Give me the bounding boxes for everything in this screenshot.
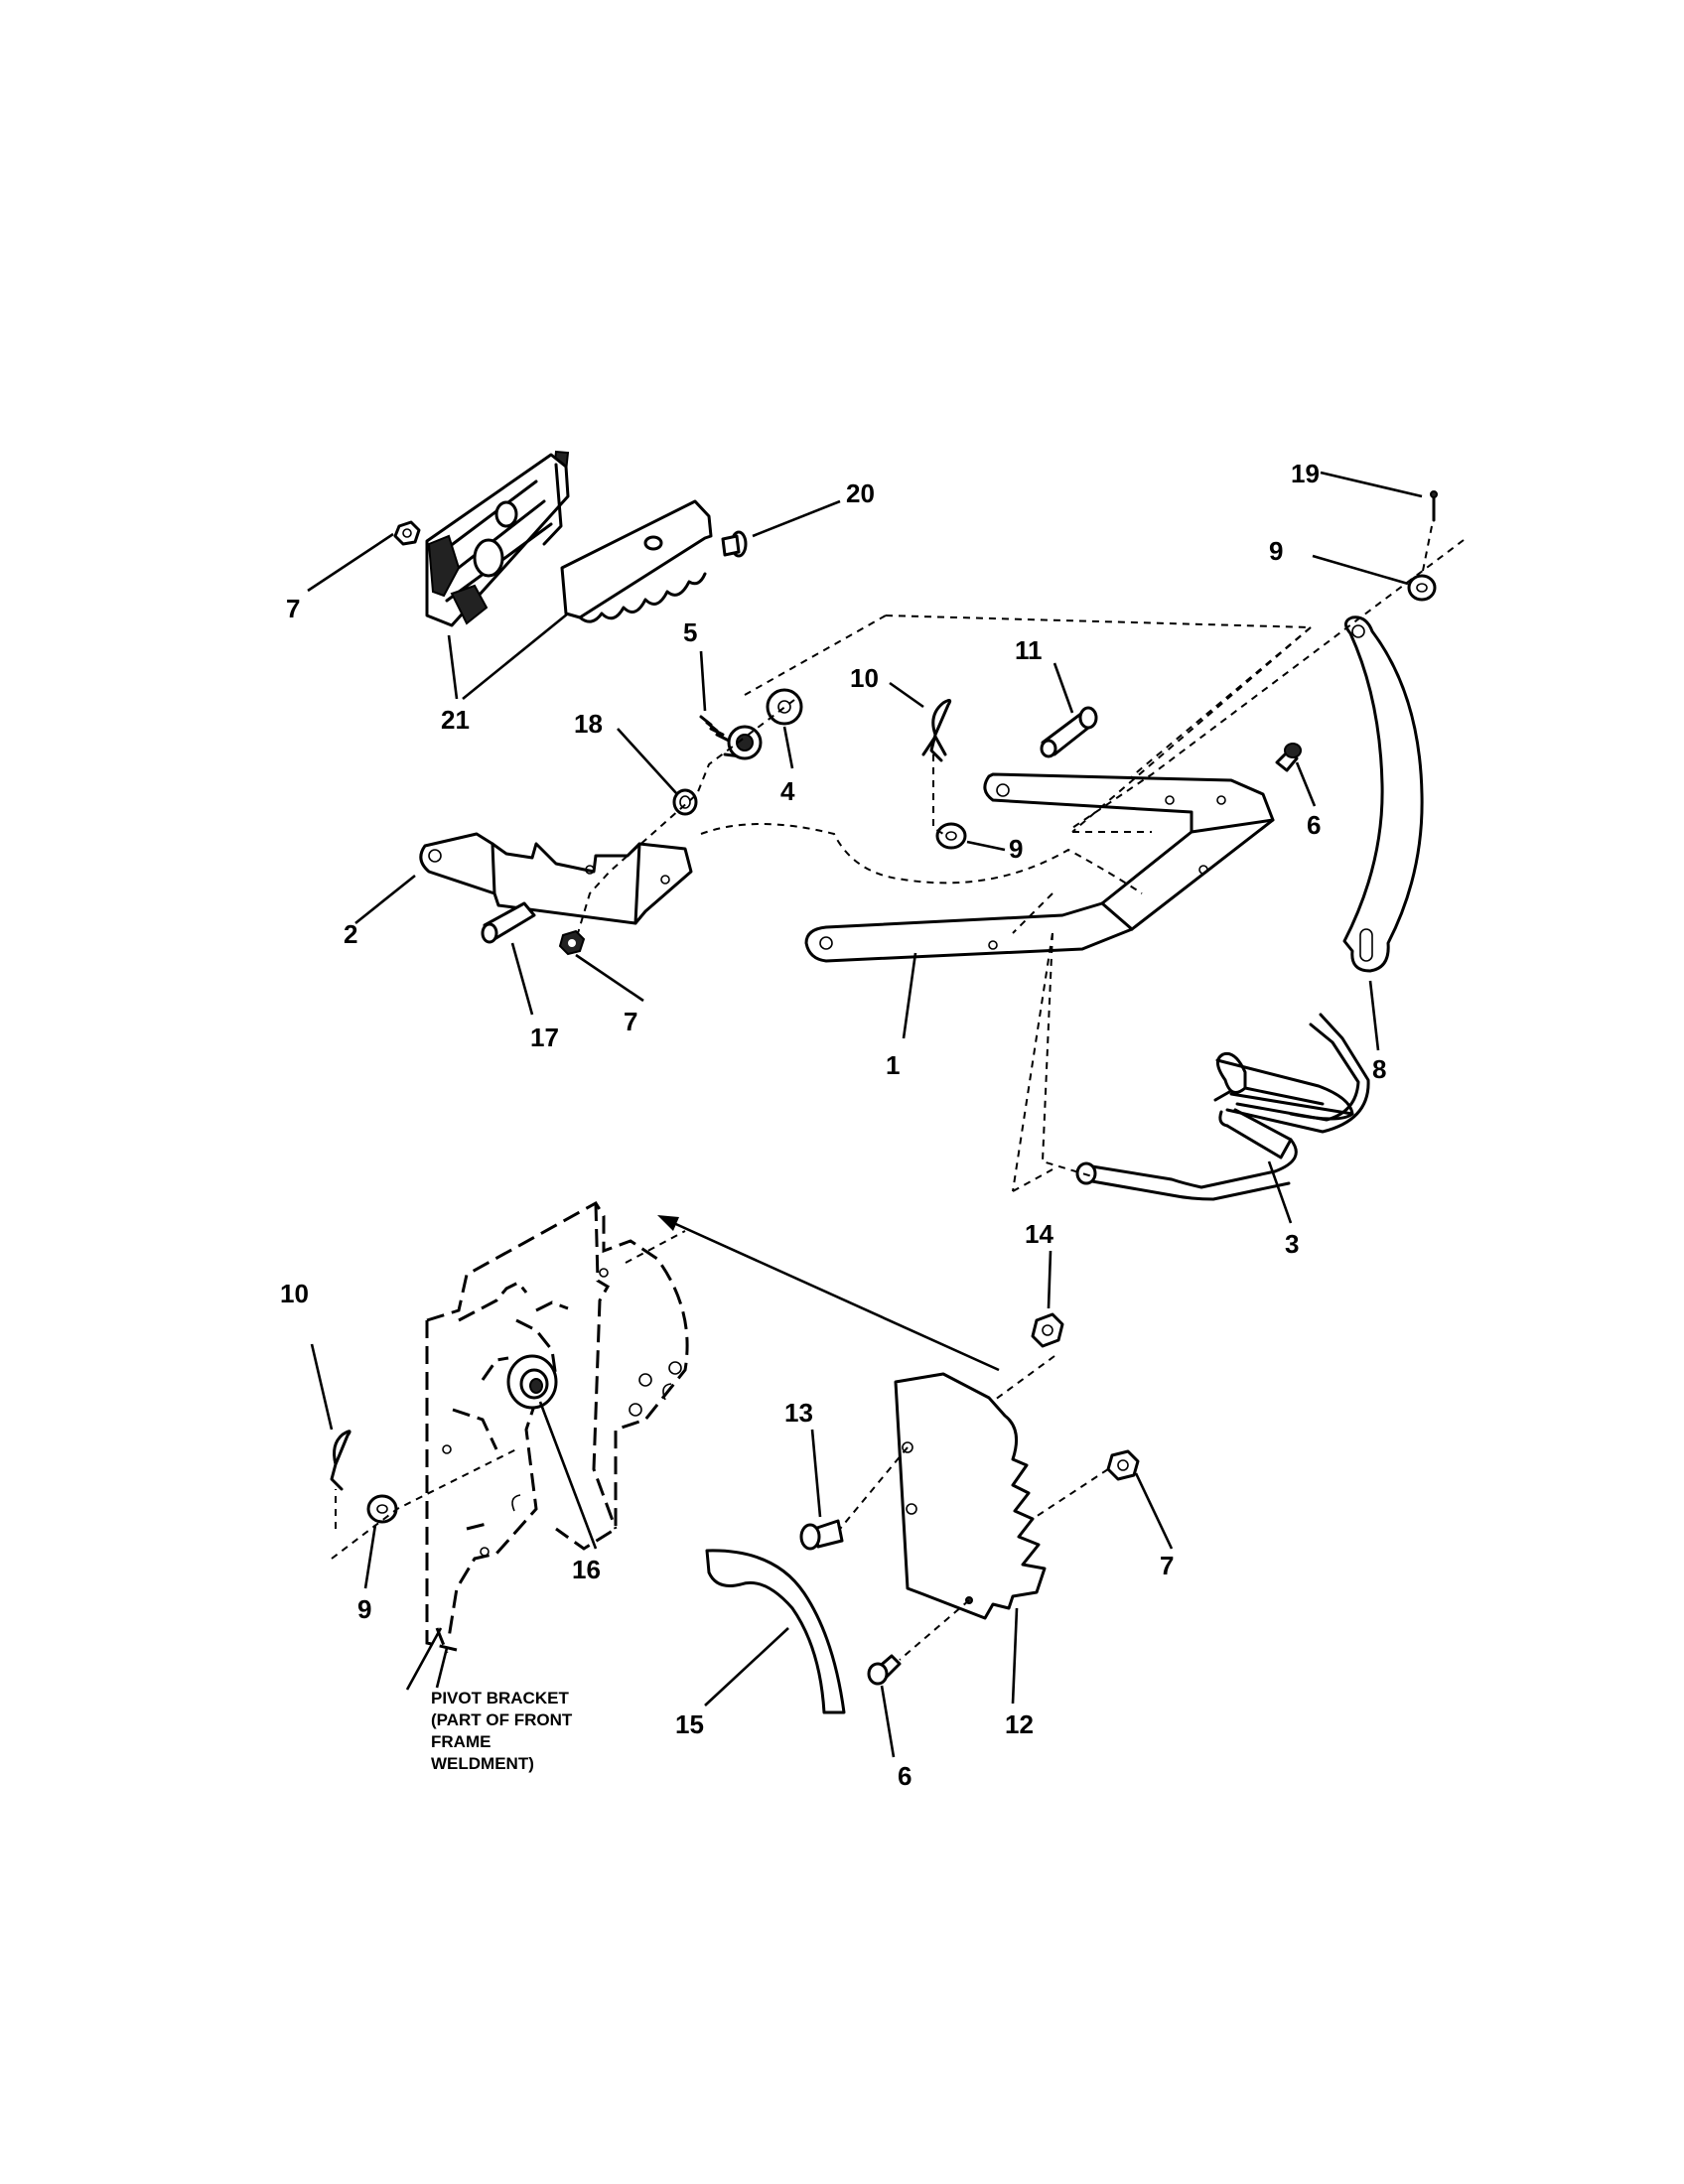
label-14: 14 bbox=[1025, 1219, 1053, 1249]
label-7-mid: 7 bbox=[624, 1007, 637, 1036]
label-20: 20 bbox=[846, 478, 875, 508]
label-4: 4 bbox=[780, 776, 795, 806]
label-15: 15 bbox=[675, 1709, 704, 1739]
bushing-18 bbox=[672, 788, 698, 816]
nut-7-mid bbox=[558, 929, 586, 956]
hairpin-10-bottom bbox=[330, 1430, 351, 1491]
leader-lines bbox=[307, 471, 1423, 1758]
label-8: 8 bbox=[1372, 1054, 1386, 1084]
label-11: 11 bbox=[1015, 635, 1043, 665]
note-line-2: (PART OF FRONT bbox=[431, 1710, 573, 1729]
label-7-right: 7 bbox=[1160, 1551, 1174, 1580]
label-17: 17 bbox=[530, 1023, 559, 1052]
label-3: 3 bbox=[1285, 1229, 1299, 1259]
note-line-1: PIVOT BRACKET bbox=[431, 1689, 569, 1707]
washer-4 bbox=[766, 688, 803, 726]
label-6-bottom: 6 bbox=[898, 1761, 912, 1791]
shield-15 bbox=[705, 1549, 846, 1714]
label-1: 1 bbox=[886, 1050, 900, 1080]
rod-3 bbox=[1075, 1013, 1370, 1201]
label-10-top: 10 bbox=[850, 663, 879, 693]
label-16: 16 bbox=[572, 1555, 601, 1584]
hairpin-10-top bbox=[921, 698, 952, 762]
label-19: 19 bbox=[1291, 459, 1320, 488]
nut-7-right bbox=[1106, 1449, 1140, 1481]
spring-5 bbox=[699, 715, 763, 760]
label-13: 13 bbox=[784, 1398, 813, 1428]
label-7-top: 7 bbox=[286, 594, 300, 623]
bolt-6-top bbox=[1275, 743, 1302, 772]
pedal-assembly bbox=[425, 450, 713, 627]
label-12: 12 bbox=[1005, 1709, 1034, 1739]
washer-9-bottom bbox=[366, 1494, 398, 1524]
sector-12 bbox=[894, 1372, 1047, 1620]
label-21: 21 bbox=[441, 705, 470, 735]
bracket-2 bbox=[419, 832, 693, 925]
note-line-3: FRAME bbox=[431, 1732, 491, 1751]
pivot-bracket bbox=[425, 1200, 689, 1654]
callout-labels: 1 2 3 4 5 6 6 7 7 7 8 9 9 9 10 10 11 12 … bbox=[280, 459, 1386, 1791]
pivot-bracket-note: PIVOT BRACKET (PART OF FRONT FRAME WELDM… bbox=[431, 1689, 573, 1773]
label-5: 5 bbox=[683, 617, 697, 647]
nut-7-top bbox=[393, 520, 421, 546]
washer-9-top bbox=[1407, 574, 1437, 602]
label-10-bottom: 10 bbox=[280, 1279, 309, 1308]
pin-17 bbox=[481, 901, 536, 944]
pin-11 bbox=[1040, 706, 1098, 758]
pin-19 bbox=[1430, 490, 1438, 522]
assembly-arrow bbox=[657, 1215, 1000, 1372]
label-9-bottom: 9 bbox=[357, 1594, 371, 1624]
pivot-stud-16 bbox=[506, 1354, 558, 1410]
label-18: 18 bbox=[574, 709, 603, 739]
label-2: 2 bbox=[344, 919, 357, 949]
link-8 bbox=[1342, 615, 1424, 973]
label-9-top: 9 bbox=[1269, 536, 1283, 566]
label-6-top: 6 bbox=[1307, 810, 1321, 840]
washer-9-mid bbox=[935, 822, 967, 850]
arm-1 bbox=[804, 772, 1275, 963]
bolt-20 bbox=[721, 530, 748, 558]
assembly-lines bbox=[331, 525, 1465, 1661]
label-9-mid: 9 bbox=[1009, 834, 1023, 864]
note-line-4: WELDMENT) bbox=[431, 1754, 534, 1773]
bolt-6-bottom bbox=[867, 1654, 902, 1686]
bolt-13 bbox=[799, 1519, 844, 1551]
nut-14 bbox=[1031, 1312, 1064, 1348]
